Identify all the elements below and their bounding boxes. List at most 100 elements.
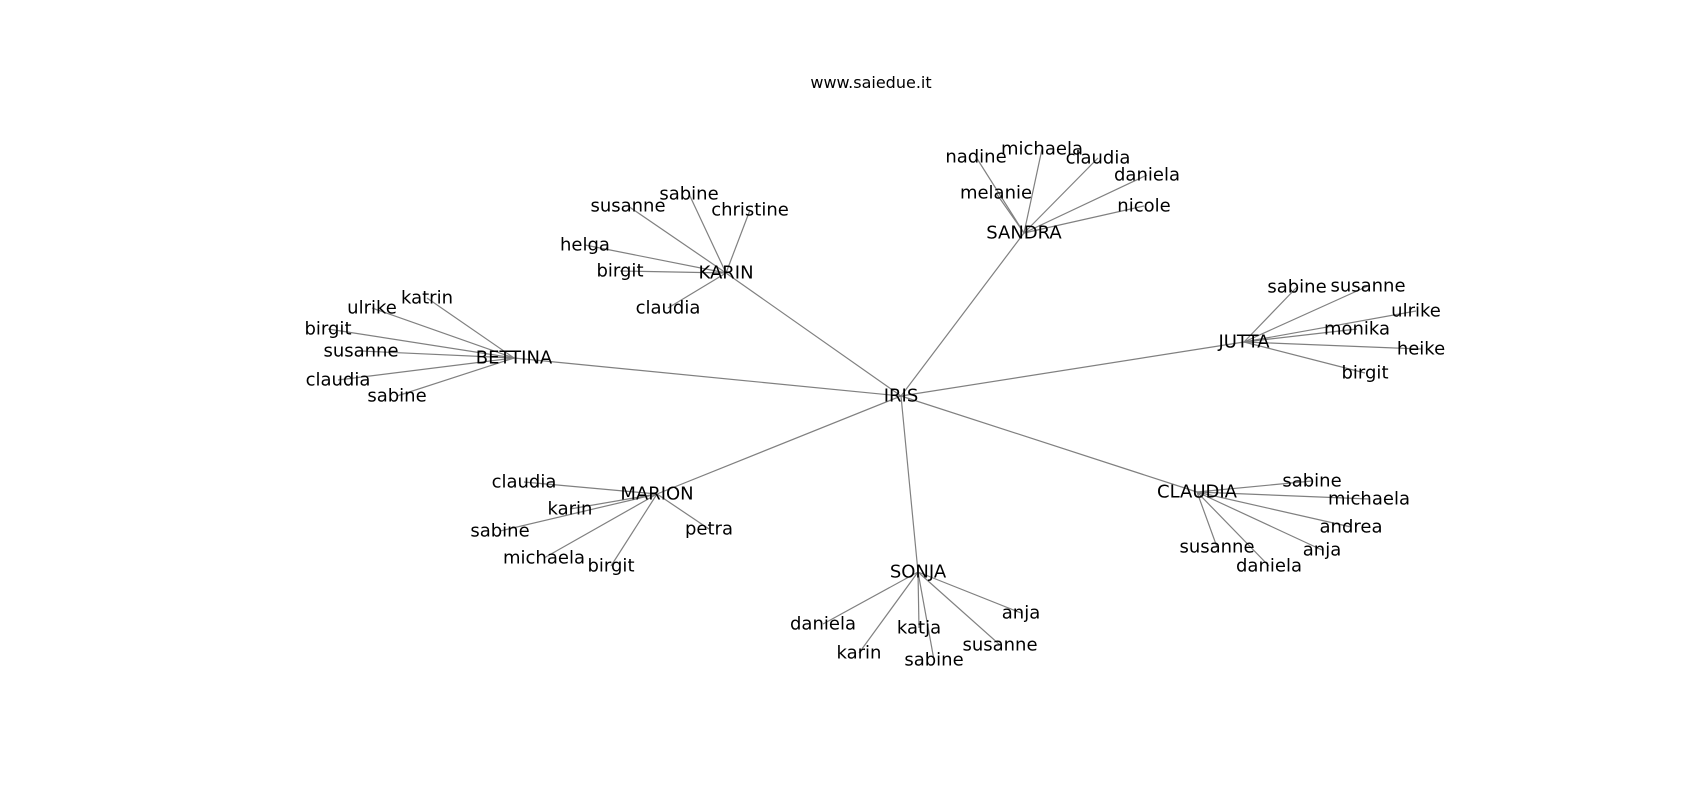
leaf-node-label-0-1: sabine	[659, 184, 718, 205]
edge-3-0	[1243, 286, 1298, 343]
leaf-node-label-6-0: daniela	[790, 614, 856, 635]
leaf-node-label-5-3: anja	[1303, 540, 1341, 561]
leaf-node-label-2-0: katrin	[401, 288, 453, 309]
center-node-label: IRIS	[884, 386, 919, 407]
edge-3-2	[1243, 310, 1417, 343]
edge-4-4	[610, 493, 658, 567]
hub-node-label-6: SONJA	[890, 562, 947, 583]
leaf-node-label-2-3: susanne	[323, 341, 398, 362]
edge-2-5	[396, 357, 515, 397]
leaf-node-label-6-1: karin	[837, 643, 882, 664]
edge-center-0	[725, 272, 902, 397]
edge-2-3	[360, 350, 515, 359]
leaf-node-label-5-5: daniela	[1236, 556, 1302, 577]
leaf-node-label-3-4: heike	[1397, 339, 1445, 360]
leaf-node-label-0-2: christine	[711, 200, 789, 221]
edge-1-3	[1023, 174, 1148, 234]
edge-4-1	[569, 493, 658, 510]
leaf-node-label-6-5: anja	[1002, 603, 1040, 624]
edge-4-0	[523, 481, 658, 495]
edge-6-1	[858, 571, 919, 654]
edge-center-2	[513, 357, 902, 397]
edge-5-3	[1196, 491, 1323, 551]
leaf-node-label-5-0: sabine	[1282, 471, 1341, 492]
edge-0-3	[584, 244, 727, 274]
leaf-node-label-4-3: michaela	[503, 548, 585, 569]
leaf-node-label-1-5: nicole	[1117, 196, 1170, 217]
edge-5-2	[1196, 491, 1352, 528]
edge-4-3	[543, 493, 658, 559]
edge-3-1	[1243, 285, 1369, 343]
leaf-node-label-6-2: katja	[897, 618, 941, 639]
leaf-node-label-4-5: petra	[685, 519, 733, 540]
hub-node-label-2: BETTINA	[476, 348, 553, 369]
edge-2-1	[371, 307, 515, 359]
edge-1-1	[1023, 148, 1043, 234]
leaf-node-label-3-0: sabine	[1267, 277, 1326, 298]
leaf-node-label-2-5: sabine	[367, 386, 426, 407]
leaf-node-label-1-1: michaela	[1001, 139, 1083, 160]
leaf-node-label-5-1: michaela	[1328, 489, 1410, 510]
leaf-node-label-4-1: karin	[548, 499, 593, 520]
edge-1-2	[1023, 157, 1099, 234]
leaf-node-label-3-5: birgit	[1342, 363, 1389, 384]
edge-3-5	[1243, 341, 1366, 374]
edge-2-0	[426, 297, 515, 359]
edge-center-4	[656, 395, 902, 495]
leaf-node-label-4-0: claudia	[492, 472, 557, 493]
edge-5-1	[1196, 491, 1370, 500]
hub-node-label-1: SANDRA	[986, 223, 1062, 244]
leaf-node-label-0-3: helga	[560, 235, 610, 256]
edge-4-5	[656, 493, 710, 530]
leaf-node-label-1-4: melanie	[960, 183, 1032, 204]
edge-0-0	[627, 205, 727, 274]
edge-center-5	[900, 395, 1198, 493]
edge-1-5	[1023, 205, 1145, 234]
edge-6-5	[917, 571, 1022, 614]
leaf-node-label-0-5: claudia	[636, 298, 701, 319]
edge-center-1	[900, 232, 1025, 397]
leaf-node-label-3-2: ulrike	[1391, 301, 1441, 322]
edge-5-5	[1196, 491, 1270, 567]
edge-6-0	[822, 571, 919, 625]
leaf-node-label-3-3: monika	[1324, 319, 1390, 340]
leaf-node-label-3-1: susanne	[1330, 276, 1405, 297]
edge-0-5	[667, 272, 727, 309]
edge-0-4	[619, 270, 727, 274]
leaf-node-label-4-2: sabine	[470, 521, 529, 542]
edge-center-6	[900, 395, 919, 573]
hub-node-label-3: JUTTA	[1217, 332, 1270, 353]
leaf-node-label-6-4: susanne	[962, 635, 1037, 656]
leaf-node-label-2-4: claudia	[306, 370, 371, 391]
edge-5-0	[1196, 480, 1313, 493]
edge-6-2	[917, 571, 920, 629]
edge-1-4	[995, 192, 1025, 234]
leaf-node-label-0-4: birgit	[597, 261, 644, 282]
edge-4-2	[499, 493, 658, 532]
edges-layer	[327, 148, 1422, 661]
edge-5-4	[1196, 491, 1218, 548]
leaf-node-label-1-2: claudia	[1066, 148, 1131, 169]
hub-node-label-0: KARIN	[698, 263, 753, 284]
leaf-node-label-2-1: ulrike	[347, 298, 397, 319]
leaf-node-label-5-2: andrea	[1320, 517, 1383, 538]
edge-2-2	[327, 328, 515, 359]
hub-node-label-4: MARION	[620, 484, 693, 505]
edge-0-2	[725, 209, 751, 274]
labels-layer: IRISKARINsusannesabinechristinehelgabirg…	[305, 139, 1446, 671]
leaf-node-label-1-0: nadine	[945, 147, 1006, 168]
edge-0-1	[688, 193, 727, 274]
watermark: www.saiedue.it	[810, 73, 931, 92]
leaf-node-label-0-0: susanne	[590, 196, 665, 217]
leaf-node-label-4-4: birgit	[588, 556, 635, 577]
leaf-node-label-2-2: birgit	[305, 319, 352, 340]
leaf-node-label-1-3: daniela	[1114, 165, 1180, 186]
edge-3-4	[1243, 341, 1422, 350]
leaf-node-label-6-3: sabine	[904, 650, 963, 671]
leaf-node-label-5-4: susanne	[1179, 537, 1254, 558]
edge-center-3	[900, 341, 1245, 397]
edge-1-0	[975, 156, 1025, 234]
hub-node-label-5: CLAUDIA	[1157, 482, 1238, 503]
edge-3-3	[1243, 328, 1358, 343]
